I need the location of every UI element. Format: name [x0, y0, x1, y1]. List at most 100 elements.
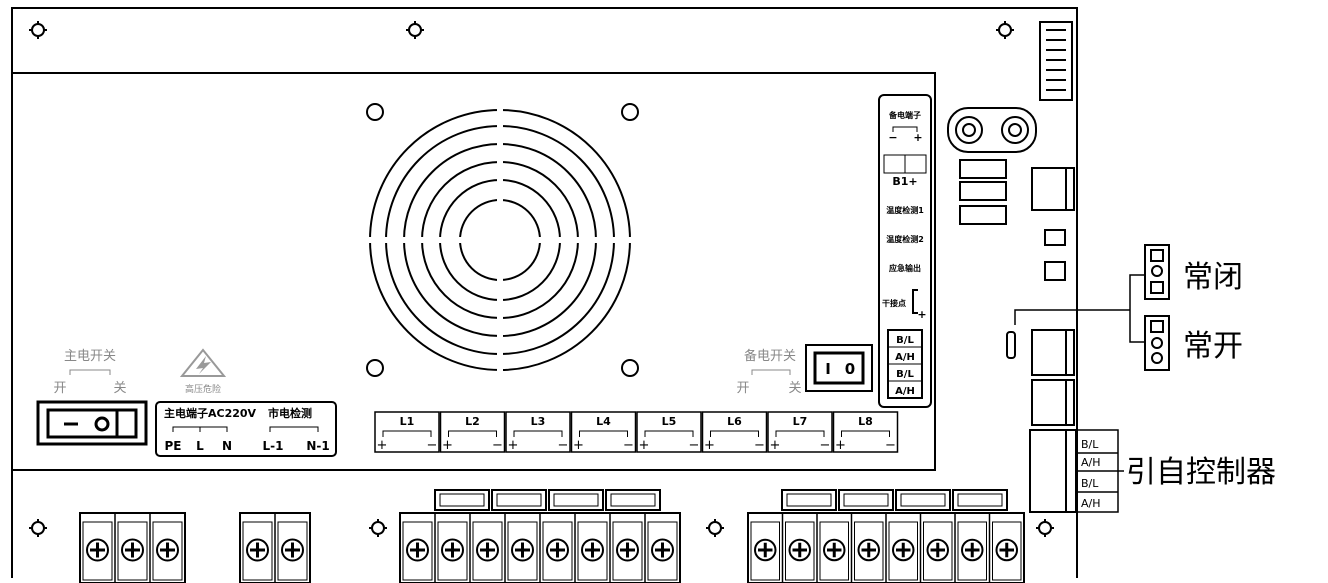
svg-text:L-1: L-1: [263, 439, 284, 453]
fuse: [781, 489, 837, 511]
svg-text:开: 开: [53, 381, 66, 396]
svg-text:温度检测2: 温度检测2: [886, 234, 924, 244]
svg-text:主电开关: 主电开关: [64, 349, 116, 364]
svg-text:L1: L1: [400, 415, 415, 428]
svg-text:备电开关: 备电开关: [744, 348, 796, 364]
svg-text:−: −: [754, 438, 765, 453]
svg-text:A/H: A/H: [895, 352, 915, 363]
svg-text:B/L: B/L: [896, 335, 914, 346]
svg-text:B/L: B/L: [896, 369, 914, 380]
bus-callout-labels: B/L A/H B/L A/H: [1081, 438, 1101, 510]
fuse: [838, 489, 894, 511]
svg-text:+: +: [508, 438, 519, 453]
svg-text:温度检测1: 温度检测1: [886, 205, 924, 215]
svg-text:−: −: [885, 438, 896, 453]
mounting-screws: [29, 21, 1054, 537]
svg-text:−: −: [558, 438, 569, 453]
svg-text:L2: L2: [465, 415, 480, 428]
screw-icon: [29, 519, 47, 537]
ribbon-connector: [1039, 21, 1073, 101]
svg-text:干接点: 干接点: [882, 298, 906, 308]
svg-text:+: +: [573, 438, 584, 453]
screw-icon: [29, 21, 47, 39]
svg-text:−: −: [623, 438, 634, 453]
from-controller-label: 引自控制器: [1126, 455, 1276, 490]
terminal-block: [79, 512, 186, 583]
main-terminal-label: 主电端子AC220V 市电检测 PE L N L-1 N-1: [155, 401, 337, 457]
svg-text:关: 关: [113, 381, 126, 396]
svg-text:B1+: B1+: [892, 175, 917, 188]
output-labels: L1+−L2+−L3+−L4+−L5+−L6+−L7+−L8+−: [374, 411, 899, 453]
svg-text:L5: L5: [662, 415, 677, 428]
svg-text:I: I: [825, 360, 831, 378]
board-outline: [11, 7, 1078, 578]
output-l6: L6 + −: [701, 411, 768, 453]
main-power-switch[interactable]: [36, 400, 148, 446]
svg-text:L6: L6: [727, 415, 742, 428]
svg-text:N: N: [222, 439, 232, 453]
jumper-header: [1006, 331, 1016, 359]
svg-text:+: +: [377, 438, 388, 453]
svg-text:备电端子: 备电端子: [888, 110, 921, 120]
svg-text:+: +: [442, 438, 453, 453]
fan-icon: [360, 100, 640, 380]
svg-text:−: −: [427, 438, 438, 453]
fuse: [491, 489, 547, 511]
svg-text:市电检测: 市电检测: [268, 406, 312, 420]
main-switch-label: 主电开关 开 关: [53, 349, 126, 396]
svg-text:L3: L3: [531, 415, 546, 428]
mount-hole: [366, 103, 384, 121]
svg-text:0: 0: [845, 360, 855, 378]
output-l2: L2 + −: [439, 411, 506, 453]
svg-text:关: 关: [788, 381, 801, 396]
fuse: [952, 489, 1008, 511]
jumper-nc: [1144, 244, 1170, 300]
enclosure-panel: [11, 72, 936, 471]
svg-text:L8: L8: [858, 415, 873, 428]
battery-connector: [947, 107, 1037, 153]
terminal-blocks: [79, 489, 1025, 583]
right-connectors: [947, 21, 1170, 513]
svg-text:A/H: A/H: [1081, 456, 1101, 469]
output-l7: L7+−: [767, 411, 833, 453]
normally-closed-label: 常闭: [1183, 260, 1243, 295]
screw-icon: [406, 21, 424, 39]
svg-text:N-1: N-1: [306, 439, 329, 453]
svg-text:+: +: [917, 308, 926, 321]
svg-text:+: +: [770, 438, 781, 453]
svg-text:+: +: [639, 438, 650, 453]
svg-text:A/H: A/H: [1081, 497, 1101, 510]
svg-text:+: +: [913, 131, 922, 144]
svg-text:+: +: [704, 438, 715, 453]
battery-switch[interactable]: I 0: [805, 344, 873, 392]
screw-icon: [996, 21, 1014, 39]
svg-text:PE: PE: [165, 439, 182, 453]
output-l8: L8+−: [832, 411, 899, 453]
svg-text:主电端子AC220V: 主电端子AC220V: [164, 406, 257, 420]
svg-text:−: −: [689, 438, 700, 453]
terminal-block: [239, 512, 311, 583]
svg-text:−: −: [492, 438, 503, 453]
svg-text:A/H: A/H: [895, 386, 915, 397]
svg-text:L: L: [196, 439, 204, 453]
output-l5: L5 + −: [636, 411, 702, 453]
svg-text:B/L: B/L: [1081, 438, 1099, 451]
fuse: [548, 489, 604, 511]
screw-icon: [706, 519, 724, 537]
side-label-panel: 备电端子 − + B1+ 温度检测1 温度检测2 应急输出 干接点 + B/L A…: [878, 94, 932, 408]
fuse: [895, 489, 951, 511]
screw-icon: [1036, 519, 1054, 537]
svg-text:B/L: B/L: [1081, 477, 1099, 490]
svg-text:−: −: [888, 131, 897, 144]
svg-text:−: −: [820, 438, 831, 453]
warning-label: 高压危险: [185, 383, 221, 395]
fuse: [434, 489, 490, 511]
svg-text:应急输出: 应急输出: [889, 263, 921, 273]
normally-open-label: 常开: [1183, 329, 1243, 364]
terminal-block: [399, 512, 681, 583]
output-l1: L1 + −: [374, 411, 440, 453]
svg-text:开: 开: [736, 381, 749, 396]
screw-icon: [369, 519, 387, 537]
battery-switch-label: 备电开关 开 关: [736, 348, 801, 396]
